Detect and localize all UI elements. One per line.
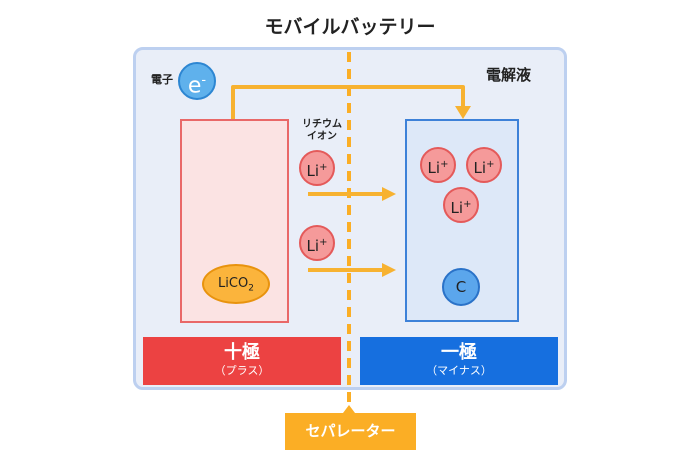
negative-electrode-label: 一極: [441, 342, 477, 363]
stored-ion: Li+: [466, 147, 502, 183]
ion-flow-arrowhead: [382, 187, 396, 201]
ion-symbol: Li: [306, 162, 320, 180]
separator-label: セパレーター: [285, 413, 416, 450]
ion-symbol: Li: [450, 199, 464, 217]
ion-symbol: Li: [306, 237, 320, 255]
licoo2-molecule: LiCO2: [202, 264, 270, 304]
ion-charge: +: [319, 162, 328, 173]
electron-label: 電子: [151, 73, 173, 86]
diagram-title: モバイルバッテリー: [264, 16, 436, 38]
electron-flow-arrowhead: [455, 106, 471, 119]
positive-electrode-sublabel: （プラス）: [214, 364, 270, 377]
separator-pointer: [343, 405, 355, 413]
migrating-ion: Li+: [299, 225, 335, 261]
electron-flow-line: [231, 85, 465, 119]
stored-ion: Li+: [443, 187, 479, 223]
ion-charge: +: [440, 159, 449, 170]
positive-electrode-label: 十極: [224, 342, 260, 363]
stored-ion: Li+: [420, 147, 456, 183]
lithium-ion-label: リチウム イオン: [302, 119, 342, 142]
ion-symbol: Li: [427, 159, 441, 177]
electron-circle: e-: [178, 62, 216, 100]
ion-charge: +: [319, 237, 328, 248]
electrolyte-label: 電解液: [486, 66, 532, 84]
electron-charge: -: [201, 73, 207, 88]
ion-flow-arrowhead: [382, 263, 396, 277]
ion-symbol: Li: [473, 159, 487, 177]
ion-charge: +: [463, 199, 472, 210]
negative-electrode-bar: 一極 （マイナス）: [360, 337, 558, 385]
positive-electrode-bar: 十極 （プラス）: [143, 337, 341, 385]
negative-electrode-sublabel: （マイナス）: [426, 364, 492, 377]
licoo2-subscript: 2: [248, 283, 254, 294]
migrating-ion: Li+: [299, 150, 335, 186]
carbon-atom: C: [442, 268, 480, 306]
electron-symbol: e: [187, 73, 202, 99]
ion-charge: +: [486, 159, 495, 170]
licoo2-main: LiCO: [218, 276, 249, 291]
